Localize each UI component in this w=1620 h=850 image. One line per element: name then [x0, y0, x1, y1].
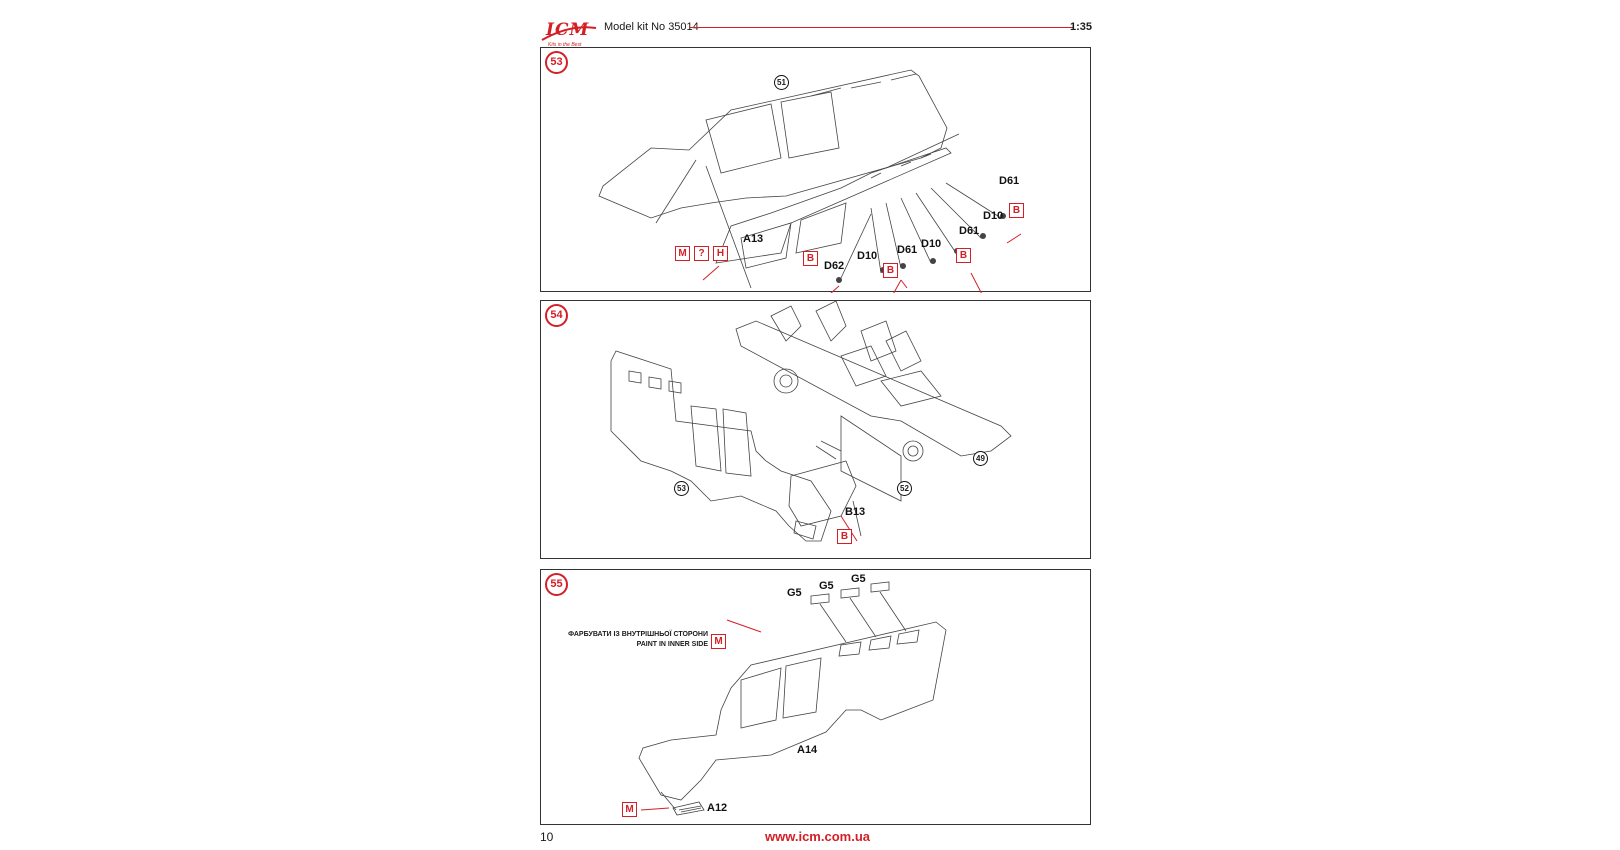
kit-scale: 1:35	[1069, 21, 1092, 33]
paint-code-b: B	[837, 529, 852, 544]
part-label-g5: G5	[787, 587, 802, 599]
logo-text: ICM	[546, 20, 590, 40]
part-label-g5: G5	[851, 573, 866, 585]
step-55-drawing	[638, 581, 947, 816]
step-number: 55	[545, 573, 568, 596]
note-english: PAINT IN INNER SIDE	[636, 641, 708, 648]
part-label-d10: D10	[921, 238, 942, 250]
step-54-drawing	[610, 301, 1012, 542]
part-label-d61: D61	[959, 225, 980, 237]
paint-code-b: B	[956, 248, 971, 263]
part-label-d10: D10	[983, 210, 1004, 222]
step-53-drawing	[598, 69, 1022, 293]
kit-title: Model kit No 35014	[604, 21, 699, 33]
logo-swoosh-icon	[541, 26, 597, 41]
part-label-d61: D61	[999, 175, 1020, 187]
part-label-d61: D61	[897, 244, 918, 256]
part-label-d10: D10	[857, 250, 878, 262]
part-label-b13: B13	[845, 506, 866, 518]
paint-code-b: B	[803, 251, 818, 266]
paint-code-question: ?	[694, 246, 709, 261]
step-54-panel: 54 53 52 49 B13 B	[540, 300, 1091, 559]
part-label-a12: A12	[707, 802, 728, 814]
ref-circle-51: 51	[774, 75, 789, 90]
header-divider	[690, 27, 1074, 28]
paint-code-m: M	[711, 634, 726, 649]
paint-code-b: B	[883, 263, 898, 278]
part-label-a13: A13	[743, 233, 764, 245]
page-header: ICM Kits in the Best Model kit No 35014 …	[540, 14, 1092, 50]
paint-code-h: H	[713, 246, 728, 261]
paint-code-m: M	[675, 246, 690, 261]
step-55-panel: 55 G5 G5 G5 ФАРБУВАТИ ІЗ ВНУТРІШНЬОЇ СТО…	[540, 569, 1091, 825]
part-label-a14: A14	[797, 744, 818, 756]
paint-code-m: M	[622, 802, 637, 817]
paint-code-b: B	[1009, 203, 1024, 218]
website-link[interactable]: www.icm.com.ua	[765, 829, 870, 844]
note-ukrainian: ФАРБУВАТИ ІЗ ВНУТРІШНЬОЇ СТОРОНИ	[568, 631, 708, 638]
icm-logo: ICM Kits in the Best	[540, 18, 598, 50]
part-label-g5: G5	[819, 580, 834, 592]
step-number: 54	[545, 304, 568, 327]
logo-tagline: Kits in the Best	[548, 42, 582, 48]
ref-circle-53: 53	[674, 481, 689, 496]
paint-inner-side-note: ФАРБУВАТИ ІЗ ВНУТРІШНЬОЇ СТОРОНИ PAINT I…	[563, 630, 708, 650]
ref-circle-49: 49	[973, 451, 988, 466]
part-label-d62: D62	[824, 260, 845, 272]
step-number: 53	[545, 51, 568, 74]
ref-circle-52: 52	[897, 481, 912, 496]
page-number: 10	[540, 830, 554, 844]
step-53-panel: 53 51	[540, 47, 1091, 293]
